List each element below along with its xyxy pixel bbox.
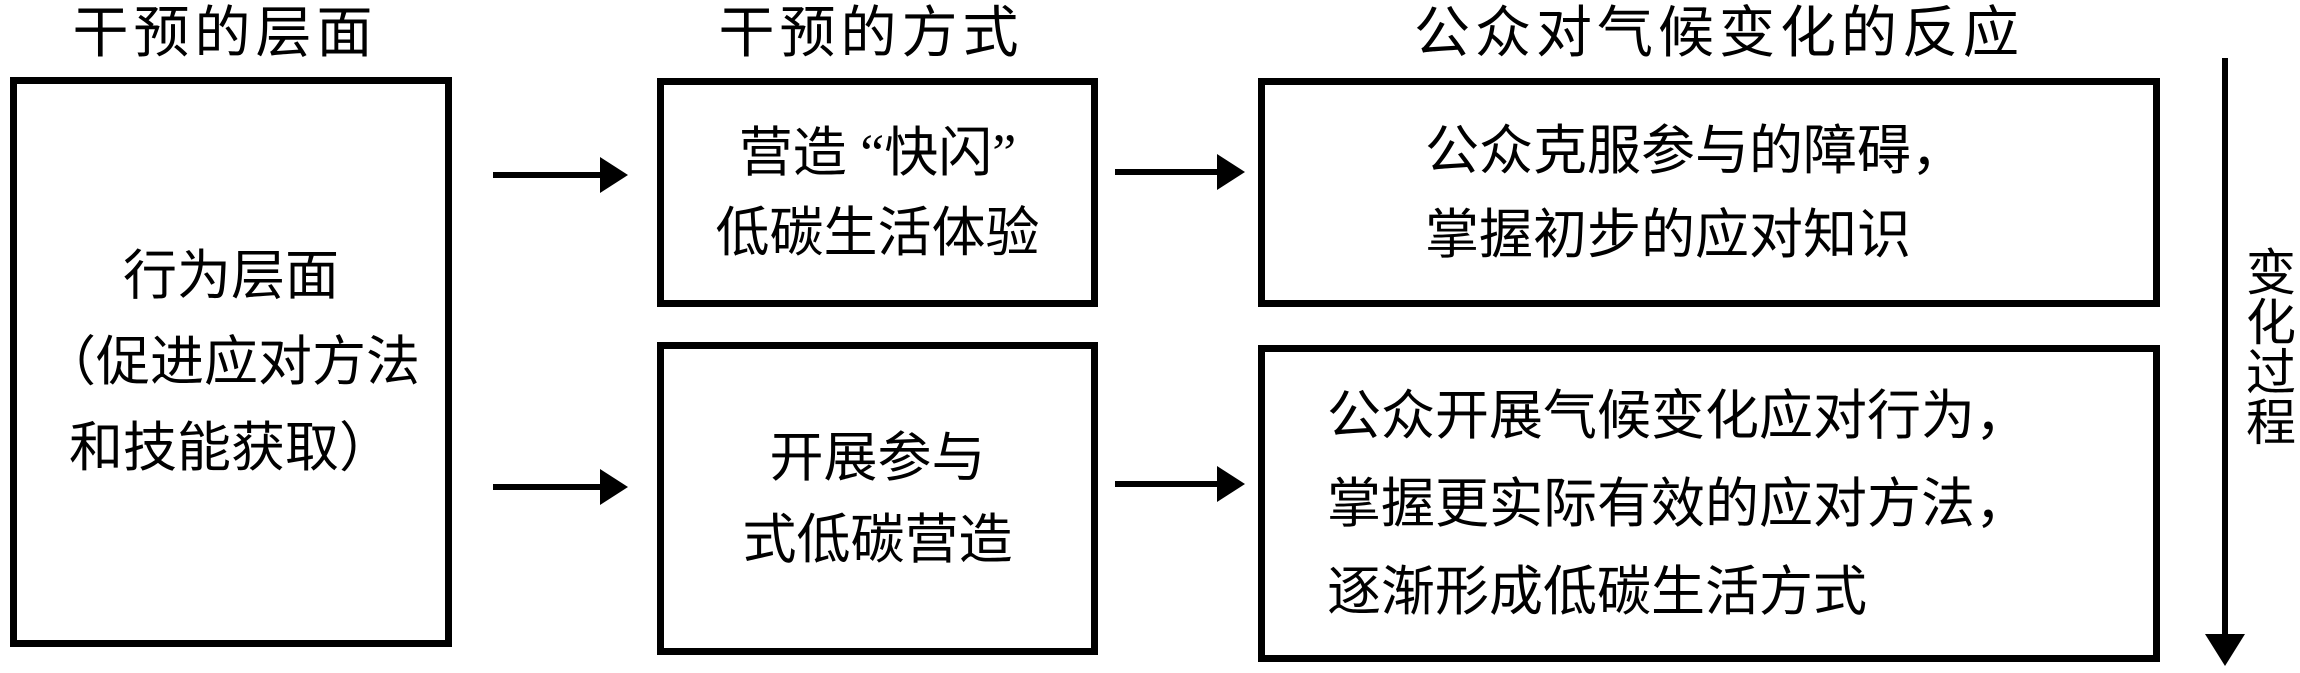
box-overcome-barriers: 公众克服参与的障碍， 掌握初步的应对知识 — [1258, 78, 2160, 307]
box-text-line: 掌握更实际有效的应对方法， — [1327, 473, 2029, 534]
arrow-right-icon — [493, 467, 628, 507]
box-behavior-level: 行为层面 （促进应对方法 和技能获取） — [10, 77, 452, 647]
arrow-right-icon — [1115, 464, 1245, 504]
box-text-line: 逐渐形成低碳生活方式 — [1327, 561, 1867, 622]
arrow-shaft — [493, 172, 602, 178]
arrow-shaft — [2222, 58, 2228, 638]
box-text-line: 行为层面 — [123, 246, 339, 306]
box-text-line: 式低碳营造 — [742, 509, 1013, 570]
box-text-line: （促进应对方法 — [42, 332, 420, 392]
arrow-shaft — [1115, 169, 1219, 175]
box-text-line: 公众克服参与的障碍， — [1425, 120, 1965, 181]
arrow-head — [1217, 154, 1245, 190]
box-text-line: 和技能获取） — [69, 418, 393, 478]
arrow-head — [2205, 634, 2245, 666]
column-header-intervention-level: 干预的层面 — [72, 3, 378, 65]
arrow-head — [600, 469, 628, 505]
box-climate-action: 公众开展气候变化应对行为， 掌握更实际有效的应对方法， 逐渐形成低碳生活方式 — [1258, 345, 2160, 662]
box-participatory-lowcarbon: 开展参与 式低碳营造 — [657, 342, 1098, 655]
box-text-line: 营造 “快闪” — [738, 122, 1017, 183]
arrow-head — [1217, 466, 1245, 502]
change-process-label: 变化过程 — [2239, 246, 2295, 446]
arrow-shaft — [1115, 481, 1219, 487]
box-text-line: 掌握初步的应对知识 — [1425, 204, 1911, 265]
arrow-shaft — [493, 484, 602, 490]
box-text-line: 开展参与 — [769, 427, 986, 488]
box-text-line: 低碳生活体验 — [715, 202, 1040, 263]
arrow-right-icon — [1115, 152, 1245, 192]
arrow-head — [600, 157, 628, 193]
column-header-public-response: 公众对气候变化的反应 — [1414, 3, 2024, 65]
arrow-right-icon — [493, 155, 628, 195]
arrow-down-icon — [2205, 58, 2245, 666]
box-text-line: 公众开展气候变化应对行为， — [1327, 385, 2029, 446]
column-header-intervention-method: 干预的方式 — [718, 3, 1024, 65]
box-flash-mob-experience: 营造 “快闪” 低碳生活体验 — [657, 78, 1098, 307]
